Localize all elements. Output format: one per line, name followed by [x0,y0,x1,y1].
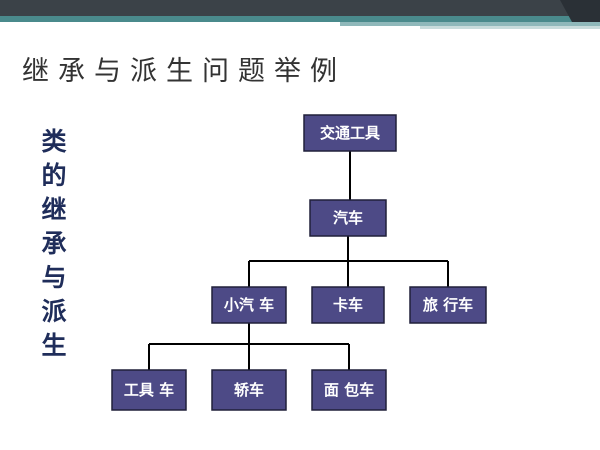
node-label: 面 包车 [324,381,374,399]
side-title-char: 的 [41,161,67,190]
side-title: 类 的 继 承 与 派 生 [34,125,74,363]
tree-node-sedan: 轿车 [211,369,287,411]
side-title-char: 类 [41,127,67,156]
side-title-char: 生 [41,331,67,360]
node-label: 卡车 [333,296,363,314]
node-label: 旅 行车 [423,296,473,314]
header-teal-band [0,16,600,22]
tree-node-small-car: 小汽 车 [211,286,287,324]
tree-node-truck: 卡车 [311,286,385,324]
node-box [111,369,187,411]
node-label: 轿车 [234,381,264,399]
side-title-char: 派 [41,297,67,326]
slide-title: 继承与派生问题举例 [22,56,346,87]
tree-node-vehicle: 交通工具 [303,114,397,152]
node-box [311,369,387,411]
node-box [303,114,397,152]
header-accent-line [340,22,600,26]
tree-connectors [148,151,449,370]
side-title-char: 承 [41,229,67,258]
node-box [409,286,487,324]
header-fold-icon [560,0,600,22]
side-title-char: 继 [41,195,67,224]
node-label: 交通工具 [320,124,380,142]
node-box [309,199,387,237]
tree-node-minibus: 面 包车 [311,369,387,411]
side-title-char: 与 [41,263,67,292]
tree-node-car: 汽车 [309,199,387,237]
header-decoration [0,0,600,22]
node-label: 汽车 [333,209,363,227]
tree-node-travel-car: 旅 行车 [409,286,487,324]
node-box [311,286,385,324]
node-label: 小汽 车 [224,296,274,314]
header-accent-line-light [420,26,600,29]
tree-node-utility-car: 工具 车 [111,369,187,411]
node-label: 工具 车 [124,381,174,399]
node-box [211,286,287,324]
node-box [211,369,287,411]
